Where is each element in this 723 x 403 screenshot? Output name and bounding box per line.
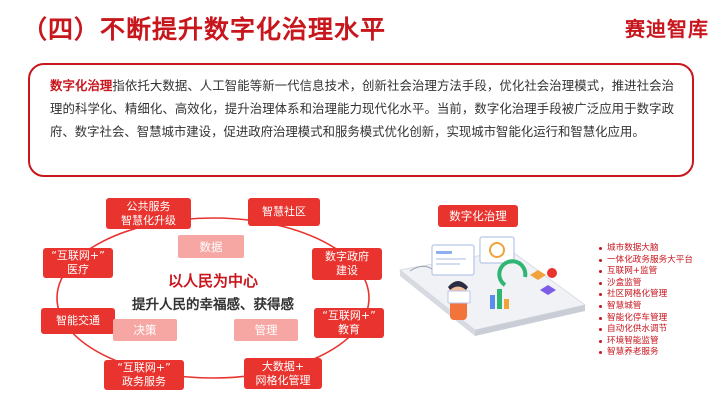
center-subtitle: 提升人民的幸福感、获得感 [132, 297, 294, 313]
brand-logo: 赛迪智库 [625, 17, 709, 41]
list-item: 智慧城管 [598, 301, 693, 313]
list-item: 城市数据大脑 [598, 243, 693, 255]
node-internet-gov-service: “互联网+” 政务服务 [104, 360, 184, 390]
page-title: （四）不断提升数字化治理水平 [22, 15, 387, 44]
inner-data: 数据 [178, 235, 244, 258]
node-digital-government: 数字政府 建设 [312, 248, 382, 280]
center-title: 以人民为中心 [167, 272, 258, 290]
list-item: 社区网格化管理 [598, 289, 693, 301]
list-item: 一体化政务服务大平台 [598, 255, 693, 267]
isometric-platform-graphic [398, 236, 587, 336]
list-item: 沙盒监管 [598, 278, 693, 290]
node-internet-education: “互联网+” 教育 [314, 308, 384, 338]
intro-text: 指依托大数据、人工智能等新一代信息技术，创新社会治理方法手段，优化社会治理模式，… [50, 78, 675, 139]
list-item: 自动化供水调节 [598, 324, 693, 336]
node-smart-traffic: 智能交通 [41, 308, 115, 334]
ring-diagram: 公共服务 智慧化升级 智慧社区 数字政府 建设 “互联网+” 教育 大数据+ 网… [41, 198, 385, 390]
inner-management: 管理 [234, 319, 298, 341]
node-public-service: 公共服务 智慧化升级 [106, 198, 191, 229]
platform-label: 数字化治理 [438, 205, 518, 227]
list-item: 智慧养老服务 [598, 347, 693, 359]
node-bigdata-grid: 大数据+ 网格化管理 [244, 358, 322, 389]
intro-keyword: 数字化治理 [50, 78, 113, 93]
node-internet-medical: “互联网+” 医疗 [43, 248, 113, 278]
inner-decision: 决策 [113, 319, 177, 341]
application-list: 城市数据大脑 一体化政务服务大平台 互联网+监管 沙盒监管 社区网格化管理 智慧… [598, 243, 693, 359]
intro-box: 数字化治理指依托大数据、人工智能等新一代信息技术，创新社会治理方法手段，优化社会… [28, 63, 694, 177]
list-item: 环境智能监管 [598, 336, 693, 348]
node-smart-community: 智慧社区 [248, 198, 320, 226]
list-item: 智能化停车管理 [598, 313, 693, 325]
ring-outline [56, 217, 370, 379]
list-item: 互联网+监管 [598, 266, 693, 278]
platform-illustration: 数字化治理 [380, 195, 595, 400]
